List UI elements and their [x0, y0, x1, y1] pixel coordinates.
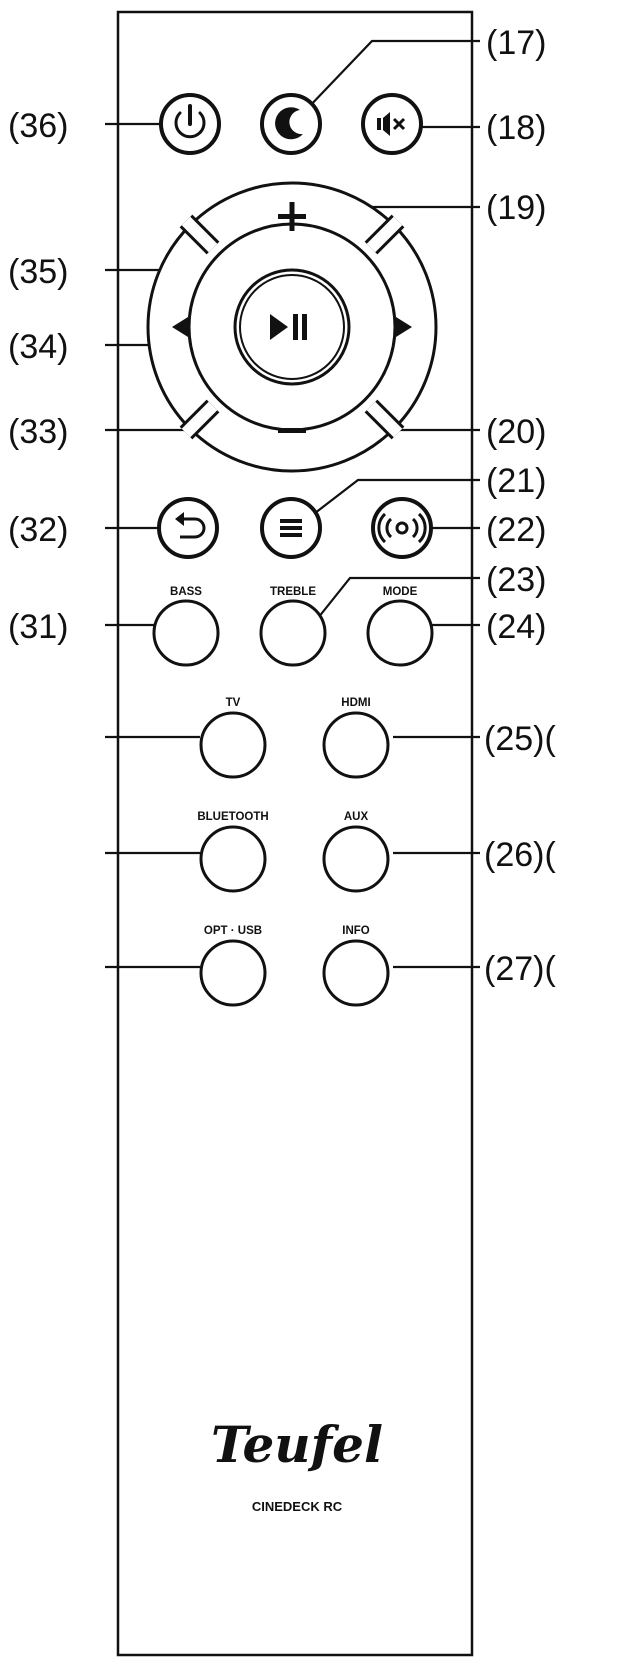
callout-35: (35): [8, 253, 68, 291]
callout-33: (33): [8, 413, 68, 451]
callout-31: (31): [8, 608, 68, 646]
play-pause-button[interactable]: [233, 268, 351, 386]
bluetooth-button[interactable]: [199, 825, 267, 893]
minus-icon: [278, 428, 306, 433]
callout-36: (36): [8, 107, 68, 145]
play-pause-icon: [270, 314, 307, 340]
back-arrow-icon: [175, 512, 206, 539]
callout-21: (21): [486, 462, 546, 500]
power-icon: [174, 104, 206, 139]
triangle-left-icon: [172, 317, 188, 337]
triangle-right-icon: [396, 317, 412, 337]
bass-label: BASS: [170, 586, 202, 598]
leader-21: [305, 478, 480, 521]
info-label: INFO: [342, 925, 370, 937]
callout-25: (25)(: [484, 720, 556, 758]
leader-23: [317, 576, 480, 619]
night-mode-button[interactable]: [260, 93, 322, 155]
menu-button[interactable]: [260, 497, 322, 559]
bass-button[interactable]: [152, 599, 220, 667]
menu-lines-icon: [280, 519, 302, 537]
mute-button[interactable]: [361, 93, 423, 155]
aux-button[interactable]: [322, 825, 390, 893]
callout-20: (20): [486, 413, 546, 451]
tv-button[interactable]: [199, 711, 267, 779]
callout-19: (19): [486, 189, 546, 227]
bluetooth-label: BLUETOOTH: [197, 811, 268, 823]
aux-label: AUX: [344, 811, 369, 823]
pad-separators: [179, 214, 405, 440]
navigation-pad: [146, 181, 438, 473]
volume-down-button[interactable]: [278, 428, 306, 433]
opt-usb-label: OPT · USB: [204, 925, 262, 937]
callout-22: (22): [486, 511, 546, 549]
night-mode-icon: [275, 107, 306, 140]
mute-icon: [377, 112, 406, 136]
surround-waves-icon: [377, 512, 427, 544]
callout-34: (34): [8, 328, 68, 366]
info-button[interactable]: [322, 939, 390, 1007]
volume-up-button[interactable]: [278, 202, 306, 231]
callout-18: (18): [486, 109, 546, 147]
brand-logo: Teufel: [211, 1415, 383, 1474]
treble-label: TREBLE: [270, 586, 316, 598]
previous-button[interactable]: [172, 317, 188, 337]
callout-27: (27)(: [484, 950, 556, 988]
callout-26: (26)(: [484, 836, 556, 874]
next-button[interactable]: [396, 317, 412, 337]
mode-label: MODE: [383, 586, 418, 598]
tv-label: TV: [226, 697, 241, 709]
opt-usb-button[interactable]: [199, 939, 267, 1007]
callout-32: (32): [8, 511, 68, 549]
back-button[interactable]: [157, 497, 219, 559]
mode-button[interactable]: [366, 599, 434, 667]
leader-17: [305, 39, 480, 111]
power-button[interactable]: [159, 93, 221, 155]
plus-icon: [278, 202, 306, 231]
hdmi-button[interactable]: [322, 711, 390, 779]
callout-24: (24): [486, 608, 546, 646]
callout-23: (23): [486, 561, 546, 599]
model-label: CINEDECK RC: [252, 1499, 343, 1514]
callout-17: (17): [486, 24, 546, 62]
surround-button[interactable]: [371, 497, 433, 559]
treble-button[interactable]: [259, 599, 327, 667]
hdmi-label: HDMI: [341, 697, 370, 709]
